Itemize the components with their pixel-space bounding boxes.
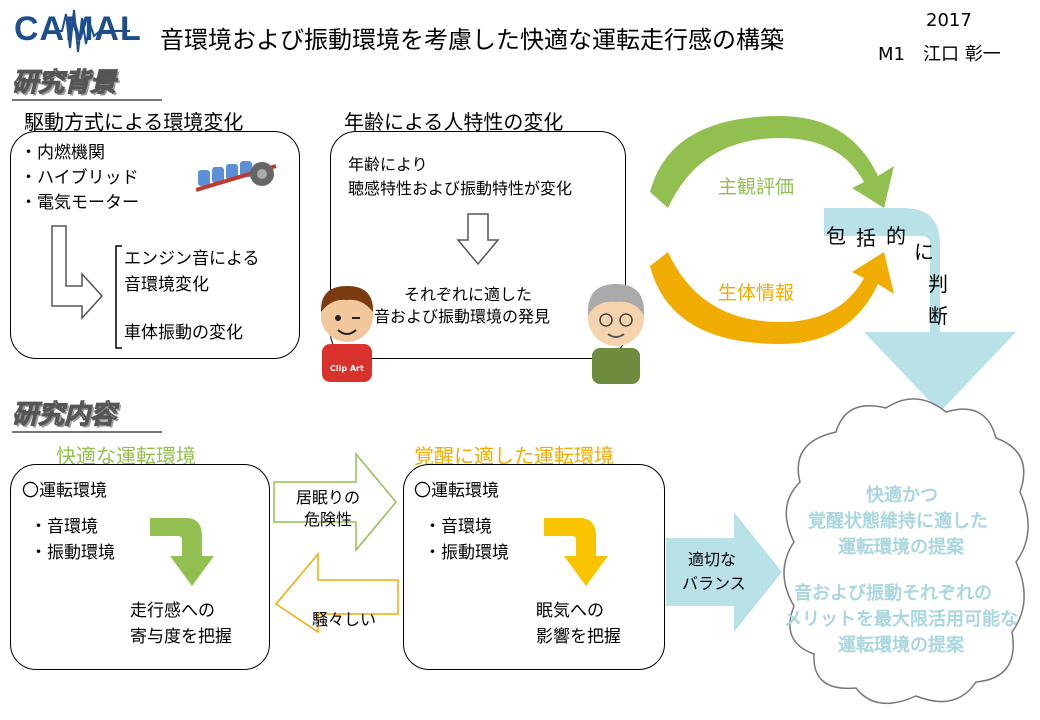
judge-char-3: 的 [886, 224, 906, 248]
section-heading-background: 研究背景 [12, 62, 162, 101]
comfort-box [10, 464, 270, 670]
arousal-item-0: 〇運転環境 [414, 481, 499, 501]
arousal-item-1: ・音環境 [424, 517, 492, 537]
cloud-line-2: 覚醒状態維持に適した [808, 511, 988, 532]
subjective-arc-arrow [650, 116, 894, 208]
judge-char-6: 断 [928, 304, 948, 328]
drive-item-hybrid: ・ハイブリッド [20, 168, 139, 188]
proposal-cloud [783, 398, 1029, 705]
drive-result-2: 音環境変化 [124, 275, 209, 295]
cloud-line-6: 運転環境の提案 [838, 635, 964, 656]
down-arrow-icon [456, 213, 500, 266]
evaluation-diagram [650, 116, 1016, 412]
sleep-risk-line-2: 危険性 [304, 510, 353, 529]
engine-icon [196, 161, 277, 192]
judge-char-1: 包 [826, 224, 846, 248]
cloud-line-5: メリットを最大限活用可能な [784, 609, 1018, 630]
young-man-icon [320, 286, 374, 382]
comfort-result-2: 寄与度を把握 [130, 627, 232, 647]
arousal-box [403, 464, 665, 670]
age-line-1: 年齢により [348, 155, 428, 174]
noisy-label: 騒々しい [312, 610, 377, 629]
cloud-line-3: 運転環境の提案 [838, 537, 964, 558]
noisy-arrow [274, 551, 399, 634]
cloud-line-1: 快適かつ [866, 485, 938, 506]
bio-arc-arrow [650, 252, 894, 344]
comfort-item-2: ・振動環境 [30, 543, 115, 563]
age-line-2: 聴感特性および振動特性が変化 [348, 179, 573, 198]
comfort-result-1: 走行感への [130, 601, 215, 621]
comfort-item-1: ・音環境 [30, 517, 98, 537]
drive-result-3: 車体振動の変化 [124, 323, 243, 343]
section-heading-content: 研究内容 [12, 394, 162, 433]
arousal-item-2: ・振動環境 [424, 543, 509, 563]
orange-bent-arrow-icon [544, 518, 608, 586]
author-label: M1 江口 彰一 [878, 44, 1001, 65]
down-right-arrow-icon [51, 225, 104, 320]
subjective-label: 主観評価 [718, 176, 795, 198]
logo-waveform-icon [56, 9, 130, 53]
age-title: 年齢による人特性の変化 [344, 106, 564, 137]
bracket-icon [115, 245, 122, 349]
old-man-icon [587, 284, 645, 384]
drive-item-electric: ・電気モーター [20, 193, 139, 213]
drive-result-1: エンジン音による [124, 249, 260, 269]
clipart-label: Clip Art [330, 364, 364, 373]
drive-item-ice: ・内燃機関 [20, 143, 105, 163]
year-label: 2017 [926, 10, 972, 31]
age-line-4: 音および振動環境の発見 [374, 307, 551, 326]
page-title: 音環境および振動環境を考慮した快適な運転走行感の構築 [160, 26, 784, 54]
judge-char-5: 判 [928, 272, 948, 296]
arousal-result-1: 眠気への [536, 601, 604, 621]
judge-arrow [824, 208, 1016, 412]
balance-line-1: 適切な [688, 550, 737, 569]
arousal-result-2: 影響を把握 [536, 627, 621, 647]
middle-arrows [273, 451, 399, 634]
green-bent-arrow-icon [150, 518, 214, 586]
sleep-risk-line-1: 居眠りの [296, 488, 361, 507]
sleep-risk-arrow [273, 451, 397, 553]
balance-line-2: バランス [682, 574, 746, 593]
cloud-line-4: 音および振動それぞれの [794, 583, 992, 604]
balance-arrow [666, 512, 782, 632]
judge-char-2: 括 [856, 226, 876, 250]
judge-char-4: に [914, 240, 934, 264]
comfort-item-0: 〇運転環境 [22, 481, 107, 501]
age-line-3: それぞれに適した [404, 285, 533, 304]
bio-label: 生体情報 [718, 282, 795, 304]
